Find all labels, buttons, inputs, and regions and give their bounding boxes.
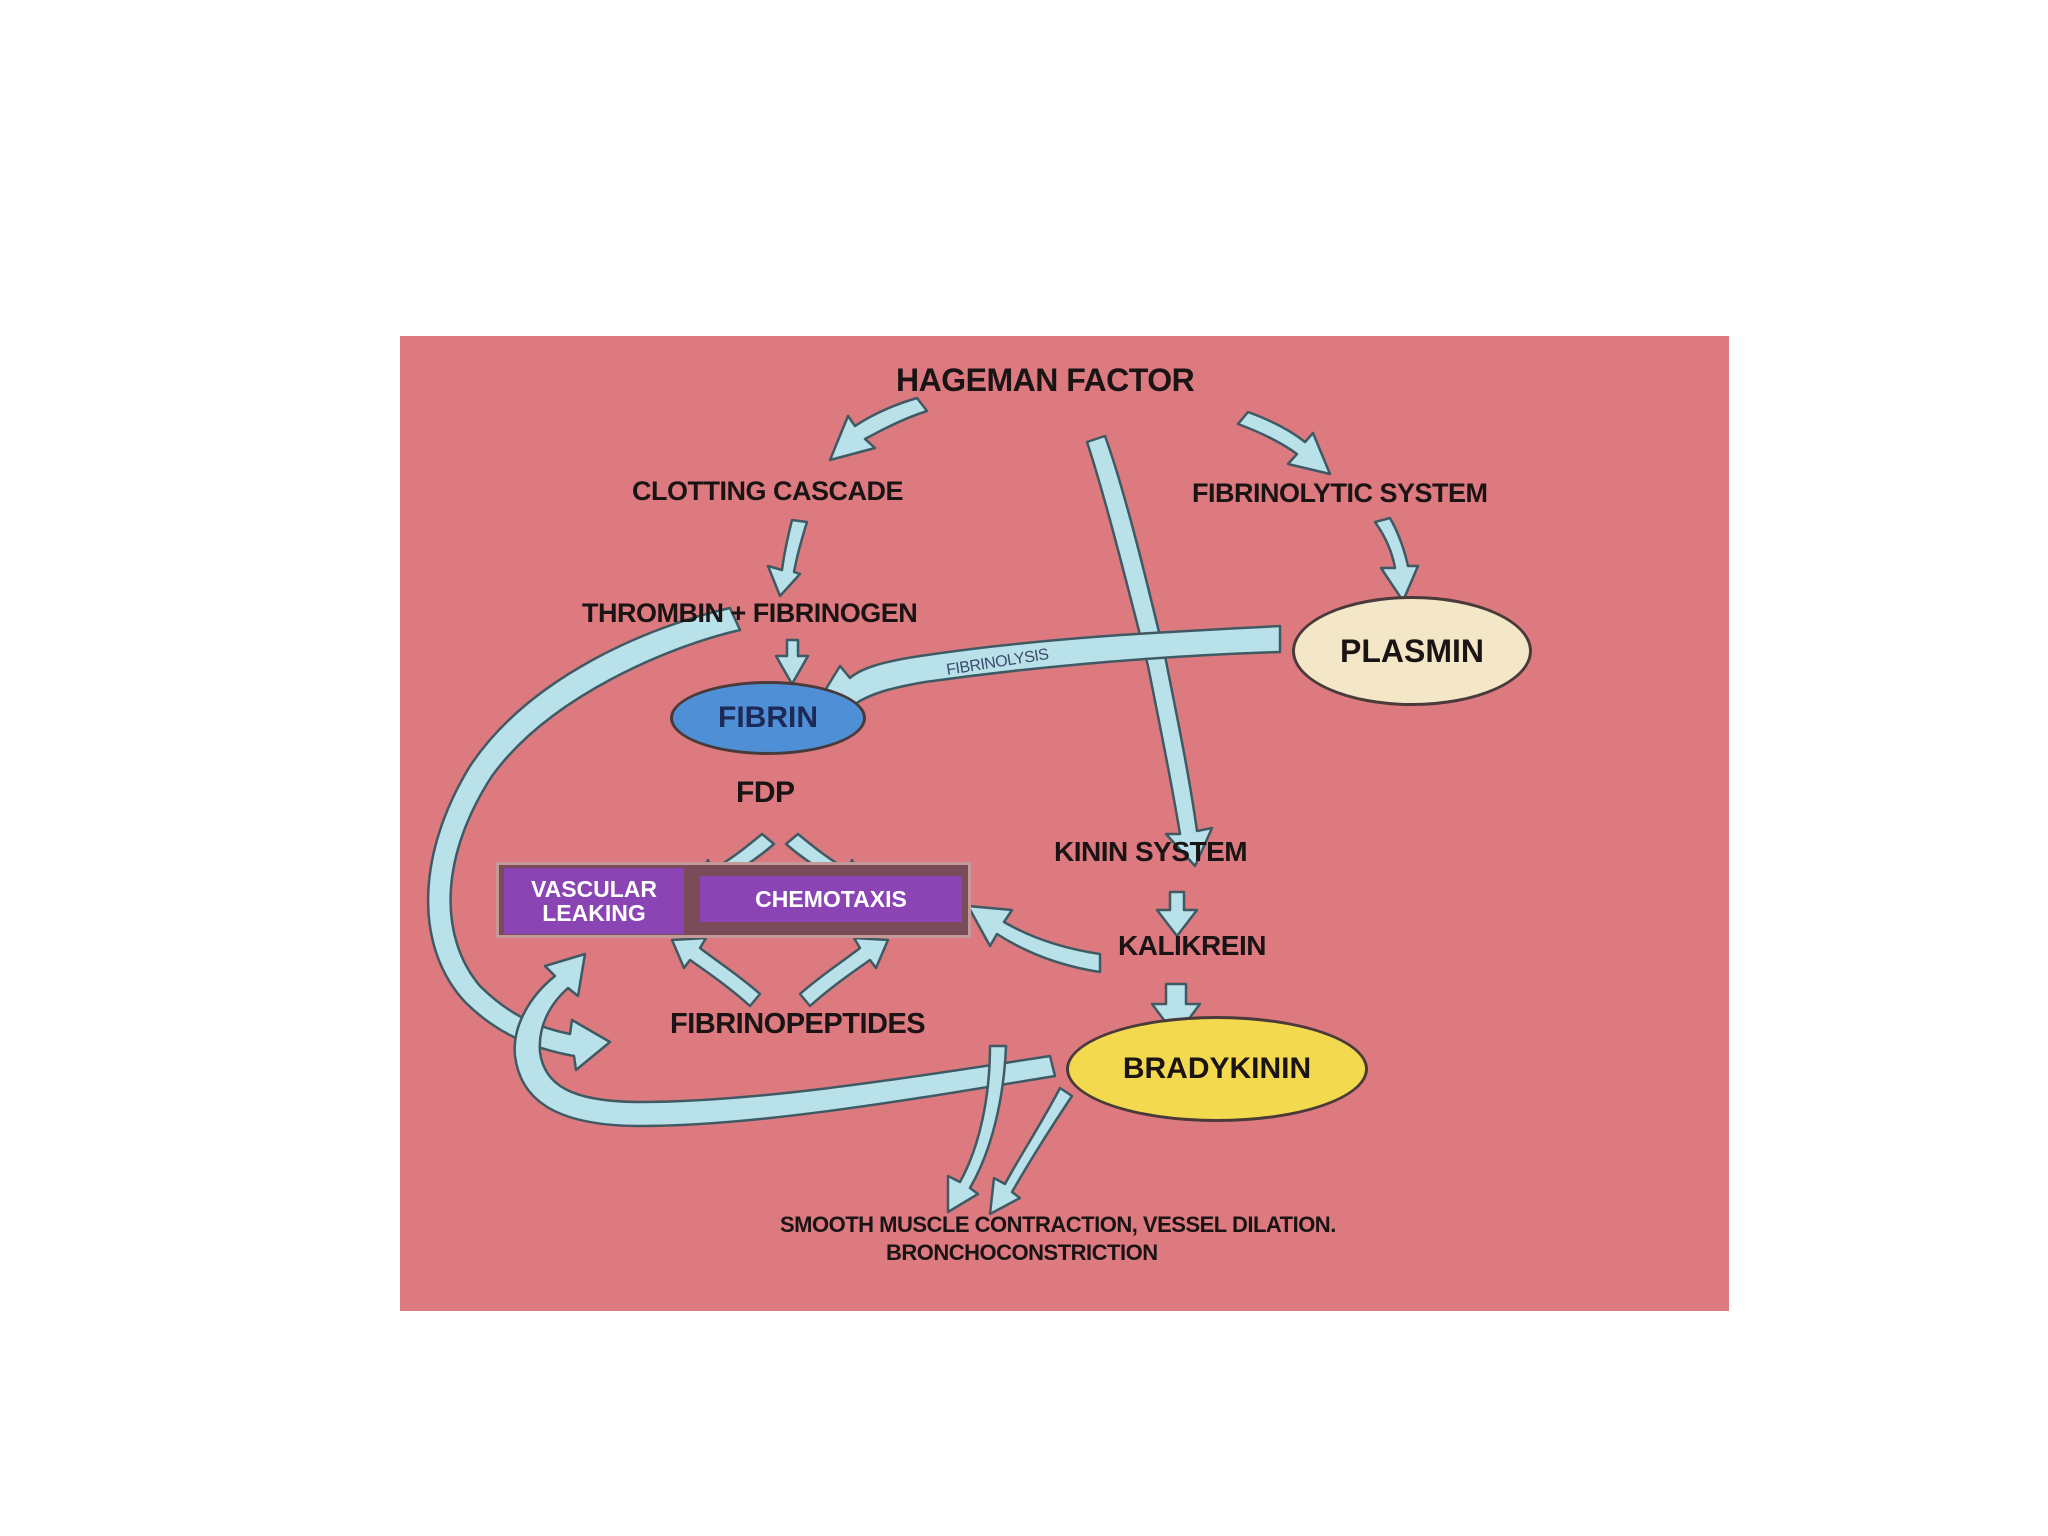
arrow-thrombin-to-fibrin: [774, 638, 810, 686]
arrow-hageman-to-fibrinolytic: [1236, 410, 1332, 476]
tag-vascular-leaking: VASCULAR LEAKING: [504, 868, 684, 934]
arrow-fibrinopeptides-to-vascular: [670, 936, 762, 1008]
arrow-fibrinopeptides-to-chemotaxis: [798, 936, 890, 1008]
arrow-hageman-to-clotting: [828, 396, 929, 462]
label-thrombin-fibrinogen: THROMBIN + FIBRINOGEN: [582, 598, 918, 628]
label-kalikrein: KALIKREIN: [1118, 930, 1266, 961]
arrow-bradykinin-loop-to-vascular: [513, 952, 1057, 1128]
label-fdp: FDP: [736, 776, 795, 809]
arrow-kinin-to-kalikrein: [1155, 890, 1199, 938]
arrow-fibrinolytic-to-plasmin: [1373, 516, 1420, 603]
label-outcome-line2: BRONCHOCONSTRICTION: [886, 1240, 1158, 1265]
arrow-fibrinolysis: [811, 624, 1282, 718]
label-hageman-factor: HAGEMAN FACTOR: [896, 362, 1195, 398]
diagram-panel: HAGEMAN FACTOR CLOTTING CASCADE FIBRINOL…: [400, 336, 1729, 1311]
node-bradykinin-label: BRADYKININ: [1122, 1052, 1312, 1085]
label-fibrinolytic-system: FIBRINOLYTIC SYSTEM: [1192, 478, 1488, 508]
node-fibrin: FIBRIN: [670, 681, 866, 755]
label-kinin-system: KININ SYSTEM: [1054, 836, 1248, 867]
arrow-clotting-to-thrombin: [766, 518, 809, 598]
node-bradykinin: BRADYKININ: [1066, 1016, 1368, 1122]
label-fibrinopeptides: FIBRINOPEPTIDES: [670, 1008, 926, 1040]
arrow-kalikrein-to-chemotaxis: [966, 904, 1102, 974]
arrow-fibrinopeptides-to-outcome: [946, 1044, 1008, 1214]
arrow-thrombin-loop-to-fibrinopeptides: [426, 606, 742, 1072]
pathway-arrows: [426, 396, 1420, 1216]
node-plasmin-label: PLASMIN: [1340, 632, 1484, 669]
tag-chemotaxis: CHEMOTAXIS: [700, 876, 962, 922]
arrow-bradykinin-to-outcome: [988, 1086, 1074, 1216]
node-plasmin: PLASMIN: [1292, 596, 1532, 706]
label-clotting-cascade: CLOTTING CASCADE: [632, 476, 904, 506]
node-fibrin-label: FIBRIN: [718, 701, 818, 734]
label-outcome-line1: SMOOTH MUSCLE CONTRACTION, VESSEL DILATI…: [780, 1212, 1336, 1237]
